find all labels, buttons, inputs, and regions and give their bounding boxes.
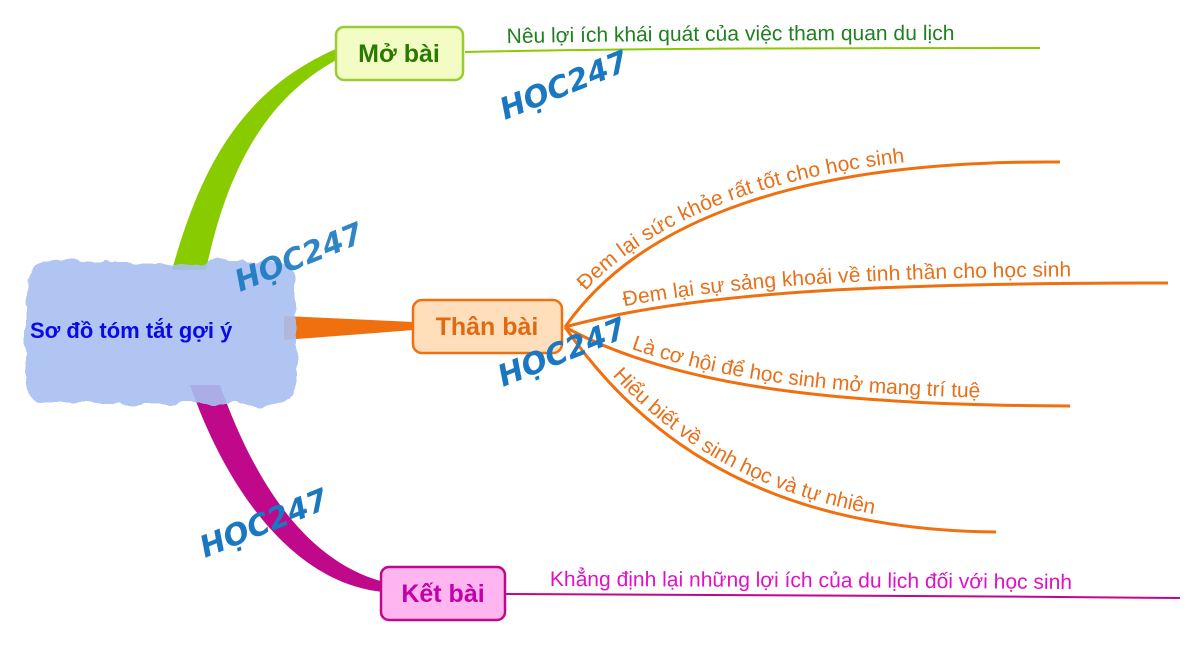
branch-connector-than-bai <box>284 316 414 340</box>
topic-mo-bai-label: Mở bài <box>358 40 440 68</box>
watermark-logo: HỌC247 <box>495 44 634 127</box>
subtopic-mo-bai-1[interactable]: Nêu lợi ích khái quát của việc tham quan… <box>506 22 954 48</box>
topic-mo-bai[interactable]: Mở bài <box>334 25 465 82</box>
watermark-logo: HỌC247 <box>230 216 369 299</box>
branch-connector-mo-bai <box>172 48 340 270</box>
branch-connector-ket-bai <box>190 385 384 592</box>
topic-than-bai-label: Thân bài <box>436 313 539 341</box>
subtopic-ket-bai-1[interactable]: Khẳng định lại những lợi ích của du lịch… <box>550 567 1072 594</box>
topic-ket-bai-label: Kết bài <box>401 580 484 608</box>
topic-than-bai[interactable]: Thân bài <box>411 298 564 355</box>
topic-ket-bai[interactable]: Kết bài <box>379 565 507 622</box>
central-topic-label: Sơ đồ tóm tắt gợi ý <box>30 318 233 343</box>
central-topic-blob <box>26 262 296 404</box>
